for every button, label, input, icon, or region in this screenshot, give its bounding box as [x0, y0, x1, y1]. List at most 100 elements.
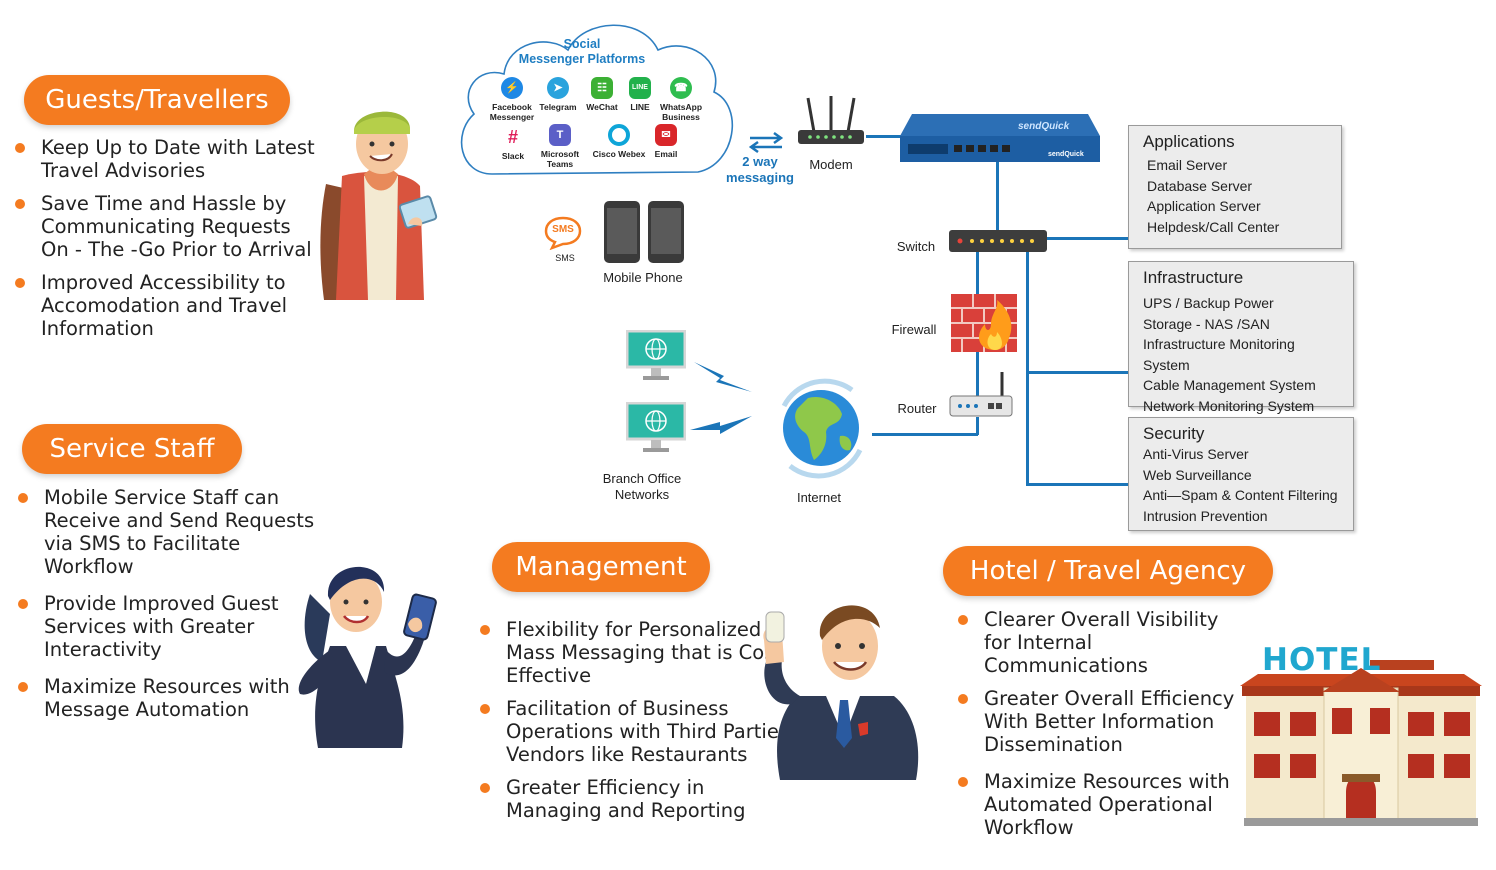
- switch-to-applications-line: [1046, 237, 1130, 240]
- router-to-internet-line: [872, 433, 978, 436]
- app-label: WhatsApp: [659, 102, 703, 112]
- security-item: Anti-Virus Server: [1143, 446, 1249, 462]
- two-way-arrows-icon: [746, 130, 786, 154]
- modem-label: Modem: [809, 157, 853, 172]
- app-label: Facebook: [492, 102, 532, 112]
- svg-text:sendQuick: sendQuick: [1018, 121, 1070, 132]
- switch-trunk-line: [1026, 252, 1029, 486]
- app-line: LINE LINE: [624, 77, 656, 112]
- infrastructure-item: Network Monitoring System: [1143, 397, 1315, 414]
- infrastructure-title: Infrastructure: [1143, 268, 1244, 287]
- list-item: Save Time and Hassle by Communicating Re…: [15, 192, 315, 261]
- infrastructure-item: Infrastructure Monitoring System: [1143, 336, 1295, 373]
- list-item: Maximize Resources with Automated Operat…: [958, 770, 1244, 839]
- sms-icon: SMS: [544, 216, 582, 251]
- monitor-icon: [625, 401, 687, 454]
- firewall-to-router-line: [976, 352, 979, 396]
- slack-icon: #: [502, 126, 524, 148]
- list-item: Flexibility for Personalized Mass Messag…: [480, 618, 802, 687]
- applications-item: Email Server: [1147, 157, 1228, 173]
- app-wechat: ☷ WeChat: [582, 77, 622, 112]
- branch-line2: Networks: [614, 487, 670, 502]
- manager-illustration: [756, 588, 928, 780]
- svg-text:sendQuick: sendQuick: [1048, 151, 1084, 158]
- sms-bubble-text: SMS: [552, 224, 574, 235]
- list-item: Keep Up to Date with Latest Travel Advis…: [15, 136, 315, 182]
- list-item: Greater Overall Efficiency With Better I…: [958, 687, 1244, 756]
- sendquick-server-icon: sendQuick sendQuick: [898, 112, 1102, 164]
- modem-icon: [796, 94, 866, 148]
- applications-item: Database Server: [1147, 177, 1253, 194]
- guests-benefits-list: Keep Up to Date with Latest Travel Advis…: [15, 136, 315, 350]
- two-way-messaging-label: 2 way messaging: [722, 154, 798, 186]
- applications-item: Helpdesk/Call Center: [1147, 218, 1280, 235]
- switch-label: Switch: [896, 239, 936, 254]
- switch-icon: [948, 226, 1048, 256]
- management-benefits-list: Flexibility for Personalized Mass Messag…: [480, 618, 802, 832]
- list-item: Facilitation of Business Operations with…: [480, 697, 802, 766]
- modem-to-server-line: [866, 135, 902, 138]
- app-label: Email: [654, 149, 678, 159]
- router-label: Router: [897, 401, 937, 416]
- infrastructure-box: Infrastructure UPS / Backup Power Storag…: [1128, 261, 1354, 414]
- hotel-building-illustration: HOTEL: [1238, 642, 1484, 830]
- wechat-icon: ☷: [591, 77, 613, 99]
- hotel-sign: HOTEL: [1262, 642, 1382, 678]
- security-box: Security Anti-Virus Server Web Surveilla…: [1128, 417, 1354, 531]
- whatsapp-icon: ☎: [670, 77, 692, 99]
- app-label: Slack: [501, 151, 525, 161]
- infrastructure-item: Cable Management System: [1143, 377, 1316, 393]
- list-item: Mobile Service Staff can Receive and Sen…: [18, 486, 328, 578]
- internet-label: Internet: [796, 490, 842, 505]
- line-icon: LINE: [629, 77, 651, 99]
- guests-travellers-heading: Guests/Travellers: [24, 75, 290, 125]
- app-label: LINE: [630, 102, 650, 112]
- infrastructure-item: Storage - NAS /SAN: [1143, 315, 1270, 332]
- sms-label: SMS: [555, 253, 575, 263]
- service-staff-benefits-list: Mobile Service Staff can Receive and Sen…: [18, 486, 328, 731]
- app-label-2: Messenger: [489, 112, 535, 122]
- webex-icon: [608, 124, 630, 146]
- app-label: WeChat: [586, 102, 618, 112]
- list-item: Greater Efficiency in Managing and Repor…: [480, 776, 802, 822]
- list-item: Maximize Resources with Message Automati…: [18, 675, 328, 721]
- app-microsoft-teams: T Microsoft Teams: [536, 124, 584, 169]
- two-way-line2: messaging: [726, 170, 794, 185]
- trunk-to-infrastructure-line: [1026, 371, 1130, 374]
- app-label: Telegram: [539, 102, 577, 112]
- telegram-icon: ➤: [547, 77, 569, 99]
- router-down-line: [976, 417, 979, 435]
- management-heading: Management: [492, 542, 710, 592]
- switch-down-to-firewall-line: [976, 252, 979, 300]
- mobile-phone-label: Mobile Phone: [603, 270, 683, 285]
- security-title: Security: [1143, 424, 1205, 443]
- list-item: Improved Accessibility to Accomodation a…: [15, 271, 315, 340]
- security-item: Anti—Spam & Content Filtering: [1143, 487, 1338, 503]
- app-label-2: Teams: [546, 159, 574, 169]
- wireless-signal-icon: [690, 412, 752, 434]
- list-item: Provide Improved Guest Services with Gre…: [18, 592, 328, 661]
- app-label: Cisco Webex: [592, 149, 646, 159]
- infrastructure-item: UPS / Backup Power: [1143, 295, 1274, 311]
- service-staff-heading: Service Staff: [22, 424, 242, 474]
- applications-item: Application Server: [1147, 198, 1261, 214]
- firewall-icon: [951, 294, 1017, 352]
- hotel-benefits-list: Clearer Overall Visibility for Internal …: [958, 608, 1244, 849]
- app-email: ✉ Email: [648, 124, 684, 159]
- security-item: Web Surveillance: [1143, 466, 1252, 483]
- cloud-title: Social Messenger Platforms: [500, 37, 664, 67]
- router-icon: [948, 370, 1014, 420]
- branch-line1: Branch Office: [602, 471, 682, 486]
- app-cisco-webex: Cisco Webex: [590, 124, 648, 159]
- app-label-2: Business: [662, 112, 700, 122]
- branch-office-label: Branch Office Networks: [592, 471, 692, 503]
- cloud-title-line2: Messenger Platforms: [518, 52, 646, 66]
- two-way-line1: 2 way: [742, 154, 778, 169]
- cloud-title-line1: Social: [563, 37, 601, 51]
- app-whatsapp-business: ☎ WhatsApp Business: [656, 77, 706, 122]
- app-telegram: ➤ Telegram: [536, 77, 580, 112]
- app-slack: # Slack: [496, 126, 530, 161]
- monitor-icon: [625, 329, 687, 382]
- traveller-illustration: [312, 104, 444, 304]
- hotel-travel-agency-heading: Hotel / Travel Agency: [943, 546, 1273, 596]
